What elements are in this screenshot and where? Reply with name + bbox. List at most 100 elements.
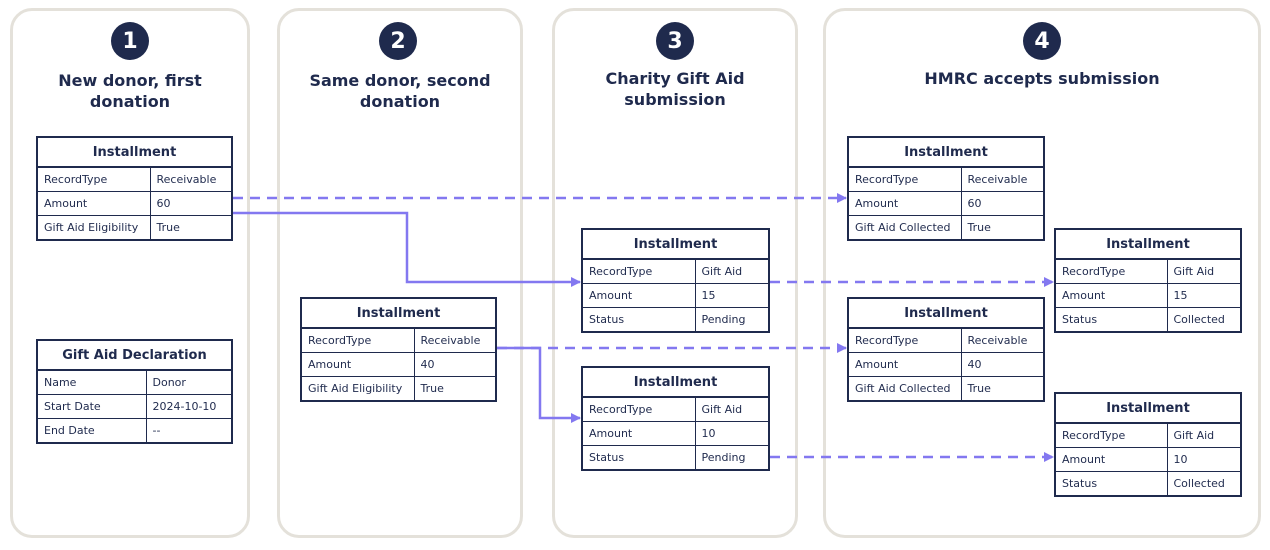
table-title: Installment [847,136,1045,168]
field-name: RecordType [581,396,696,422]
field-value: Gift Aid [1166,258,1242,284]
table-title: Installment [581,366,770,398]
field-name: Gift Aid Eligibility [36,215,151,241]
table-title: Installment [581,228,770,260]
field-value: 40 [960,352,1045,377]
field-name: Gift Aid Eligibility [300,376,415,402]
step-1-title-line-1: New donor, first [58,71,202,90]
field-name: Amount [1054,447,1168,472]
field-name: RecordType [581,258,696,284]
field-value: Pending [694,445,770,471]
step-1-title-line-2: donation [89,92,171,111]
field-value: 15 [694,283,770,308]
step-1-title: New donor, first donation [10,70,250,112]
table-title: Installment [300,297,497,329]
field-name: Status [1054,471,1168,497]
step-2-badge: 2 [379,22,417,60]
table-title: Installment [1054,228,1242,260]
field-name: RecordType [847,166,962,192]
field-value: -- [145,418,233,444]
field-name: RecordType [1054,258,1168,284]
field-value: 10 [1166,447,1242,472]
field-name: Amount [36,191,151,216]
field-value: 60 [960,191,1045,216]
field-value: Pending [694,307,770,333]
step-4-title: HMRC accepts submission [823,68,1261,89]
field-value: 15 [1166,283,1242,308]
field-value: 40 [413,352,497,377]
step-3-title: Charity Gift Aid submission [552,68,798,110]
field-name: RecordType [847,327,962,353]
field-value: True [960,215,1045,241]
field-value: Donor [145,369,233,395]
step-3-title-line-2: submission [624,90,726,109]
field-name: Amount [847,352,962,377]
step-4-badge: 4 [1023,22,1061,60]
field-name: Amount [581,421,696,446]
field-name: Amount [1054,283,1168,308]
table-title: Installment [36,136,233,168]
field-value: True [149,215,233,241]
field-name: RecordType [36,166,151,192]
step-2-title-line-2: donation [359,92,441,111]
field-name: Gift Aid Collected [847,376,962,402]
field-name: Amount [300,352,415,377]
field-name: Amount [581,283,696,308]
field-name: Amount [847,191,962,216]
field-name: End Date [36,418,147,444]
field-value: 10 [694,421,770,446]
field-value: Receivable [413,327,497,353]
field-value: True [413,376,497,402]
field-name: Gift Aid Collected [847,215,962,241]
field-name: Name [36,369,147,395]
field-name: Status [1054,307,1168,333]
step-2-title: Same donor, second donation [277,70,523,112]
step-2-title-line-1: Same donor, second [309,71,491,90]
step-3-badge: 3 [656,22,694,60]
field-name: Start Date [36,394,147,419]
field-name: Status [581,307,696,333]
field-value: Gift Aid [694,258,770,284]
step-4-title-line-1: HMRC accepts submission [924,69,1160,88]
table-title: Installment [847,297,1045,329]
field-value: True [960,376,1045,402]
field-value: 2024-10-10 [145,394,233,419]
table-title: Gift Aid Declaration [36,339,233,371]
table-title: Installment [1054,392,1242,424]
field-value: Gift Aid [1166,422,1242,448]
field-name: Status [581,445,696,471]
field-value: Collected [1166,307,1242,333]
field-value: Collected [1166,471,1242,497]
